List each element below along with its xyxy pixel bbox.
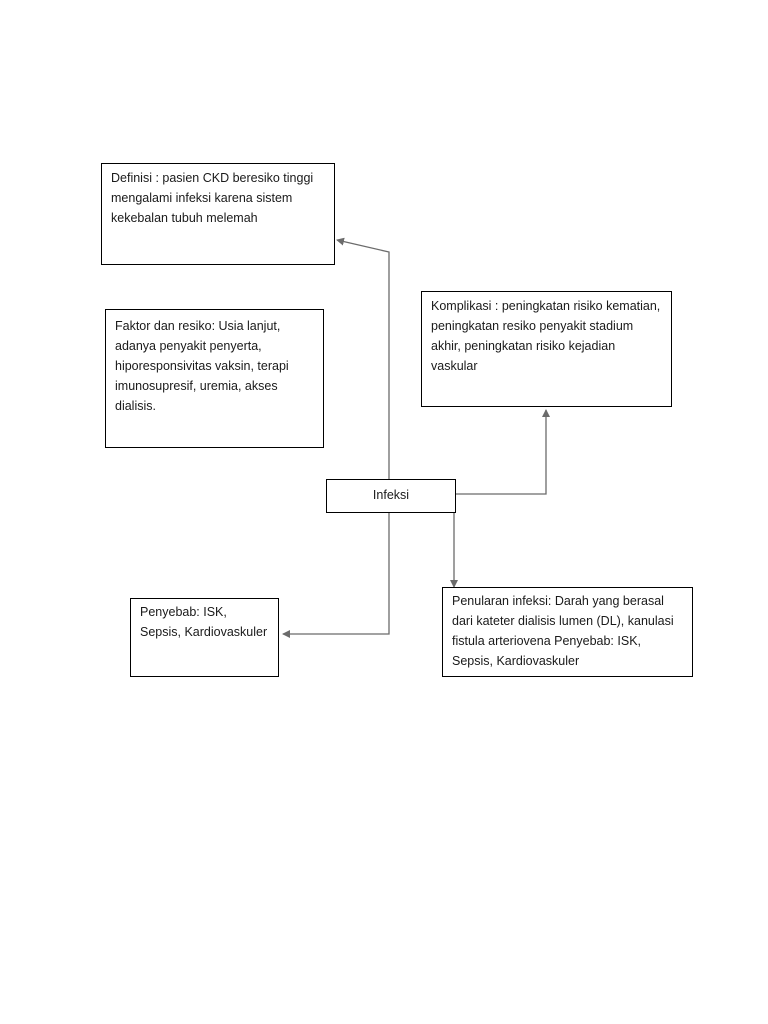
komplikasi-text: Komplikasi : peningkatan risiko kematian… [431, 299, 661, 373]
penularan-box: Penularan infeksi: Darah yang berasal da… [442, 587, 693, 677]
faktor-resiko-text: Faktor dan resiko: Usia lanjut, adanya p… [115, 319, 289, 413]
faktor-resiko-box: Faktor dan resiko: Usia lanjut, adanya p… [105, 309, 324, 448]
infeksi-label: Infeksi [372, 488, 410, 502]
penyebab-text: Penyebab: ISK, Sepsis, Kardiovaskuler [140, 605, 268, 639]
penularan-text: Penularan infeksi: Darah yang berasal da… [452, 594, 674, 668]
komplikasi-box: Komplikasi : peningkatan risiko kematian… [421, 291, 672, 407]
definisi-text: Definisi : pasien CKD beresiko tinggi me… [111, 171, 314, 225]
arrow-to-komplikasi [456, 409, 550, 495]
definisi-box: Definisi : pasien CKD beresiko tinggi me… [101, 163, 335, 265]
arrow-to-penyebab [282, 513, 390, 638]
infeksi-center-box: Infeksi [326, 479, 456, 513]
penyebab-box: Penyebab: ISK, Sepsis, Kardiovaskuler [130, 598, 279, 677]
arrow-to-definisi [336, 237, 390, 479]
